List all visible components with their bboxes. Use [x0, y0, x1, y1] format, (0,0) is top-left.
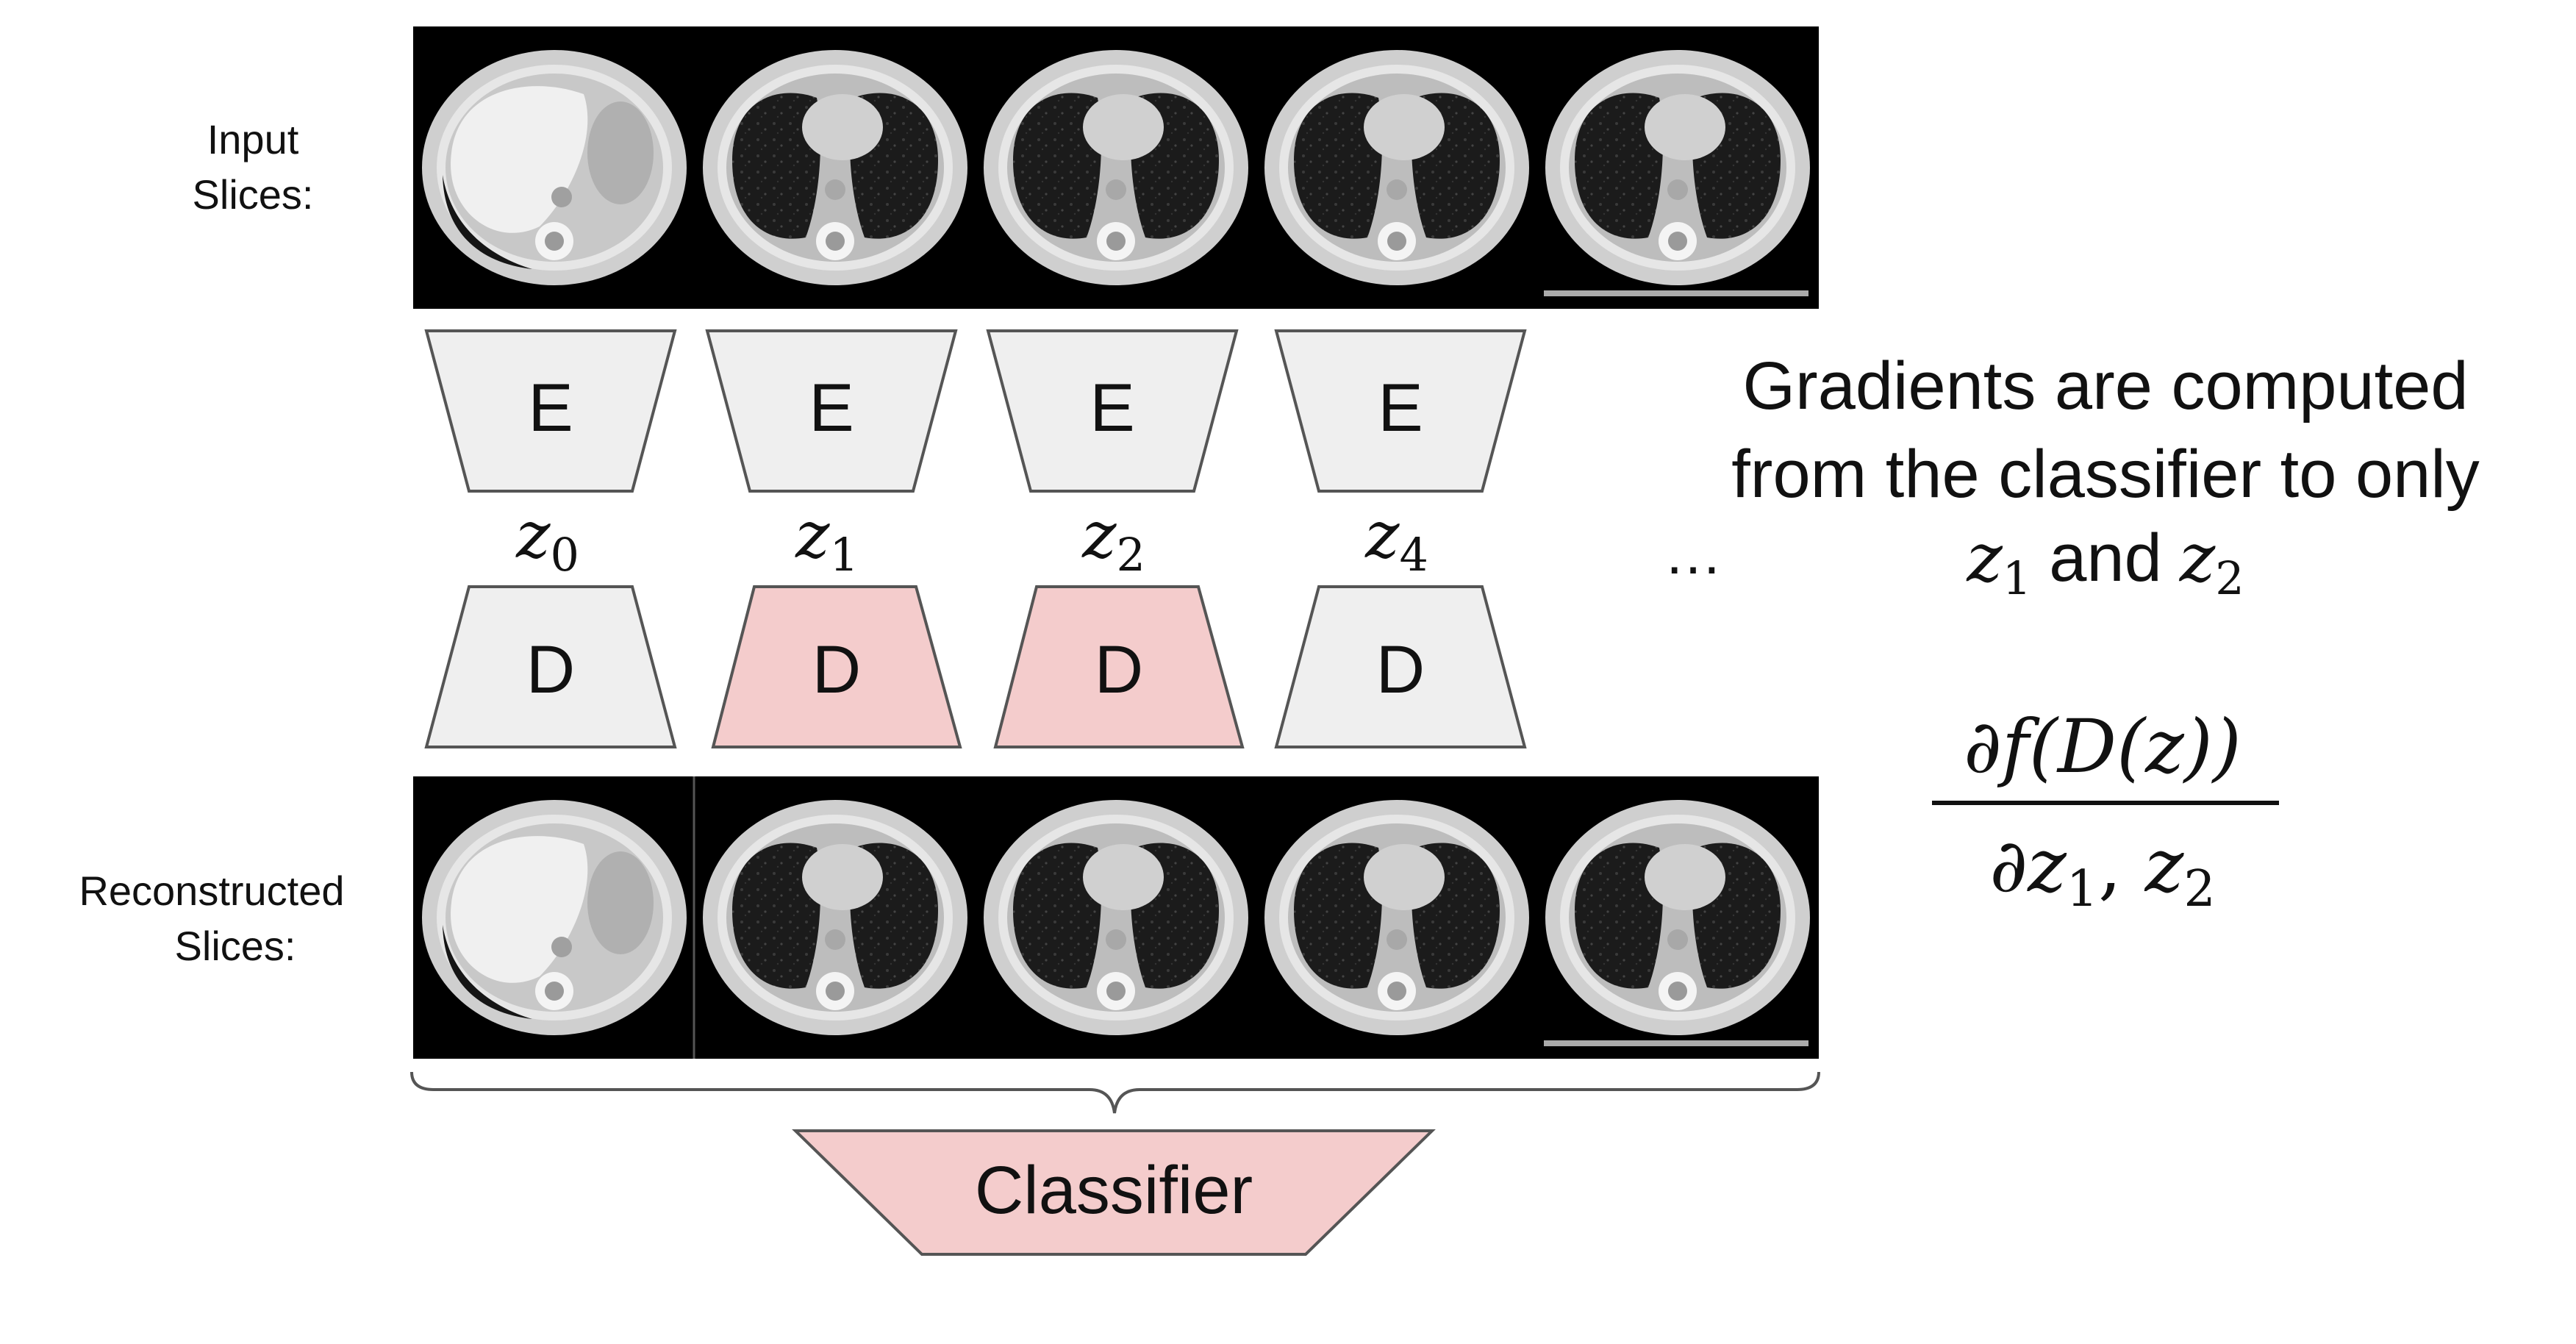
decoder-label-2: D	[1095, 632, 1143, 707]
encoder-label-3: E	[1378, 371, 1423, 446]
input-slices-label-line1: Input	[207, 116, 299, 162]
note-line-1: Gradients are computed	[1743, 348, 2469, 423]
latent-z4: z4	[1364, 497, 1428, 582]
reconstructed-slice-2	[984, 800, 1248, 1035]
gradient-formula: ∂f(D(z)) ∂z1, z2	[1932, 704, 2279, 918]
input-slices-label-line2: Slices:	[193, 171, 314, 218]
encoder-block-1: E	[705, 329, 958, 493]
encoder-row: E E E E	[424, 329, 1527, 493]
encoder-block-2: E	[986, 329, 1239, 493]
reconstructed-slice-1	[703, 800, 967, 1035]
decoder-block-0: D	[424, 585, 677, 748]
formula-numerator: ∂f(D(z))	[1964, 704, 2242, 790]
encoder-block-0: E	[424, 329, 677, 493]
decoder-block-1: D	[711, 585, 962, 748]
latent-row: z0 z1 z2 z4 …	[515, 497, 1722, 586]
decoder-block-2: D	[993, 585, 1245, 748]
classifier-label: Classifier	[975, 1153, 1253, 1228]
latent-z1: z1	[795, 497, 859, 582]
grouping-brace	[410, 1071, 1820, 1114]
decoder-row: D D D D	[424, 585, 1527, 748]
decoder-label-1: D	[812, 632, 861, 707]
reconstructed-slices-panel	[413, 776, 1819, 1059]
reconstructed-panel-scale-bar	[1544, 1040, 1808, 1046]
latent-z2: z2	[1081, 497, 1145, 582]
input-slice-1	[703, 50, 967, 285]
decoder-label-0: D	[526, 632, 575, 707]
reconstructed-slice-0	[422, 800, 687, 1035]
encoder-label-1: E	[809, 371, 854, 446]
decoder-block-3: D	[1274, 585, 1527, 748]
encoder-block-3: E	[1274, 329, 1527, 493]
input-slice-2	[984, 50, 1248, 285]
reconstructed-slices-label-line1: Reconstructed	[79, 868, 344, 914]
decoder-label-3: D	[1376, 632, 1425, 707]
gradient-note: Gradients are computed from the classifi…	[1731, 348, 2479, 605]
reconstructed-slices-label-line2: Slices:	[175, 923, 296, 969]
encoder-label-0: E	[528, 371, 573, 446]
input-panel-scale-bar	[1544, 290, 1808, 296]
encoder-label-2: E	[1090, 371, 1134, 446]
reconstructed-slice-3	[1264, 800, 1529, 1035]
reconstructed-slice-4	[1545, 800, 1810, 1035]
input-slice-3	[1264, 50, 1529, 285]
formula-denominator: ∂z1, z2	[1989, 823, 2215, 918]
input-slice-0	[422, 50, 687, 285]
classifier-block: Classifier	[792, 1129, 1436, 1256]
input-slices-panel	[413, 26, 1819, 309]
ellipsis: …	[1664, 521, 1722, 586]
note-line-2: from the classifier to only	[1731, 437, 2479, 512]
input-slice-4	[1545, 50, 1810, 285]
latent-z0: z0	[515, 497, 579, 582]
